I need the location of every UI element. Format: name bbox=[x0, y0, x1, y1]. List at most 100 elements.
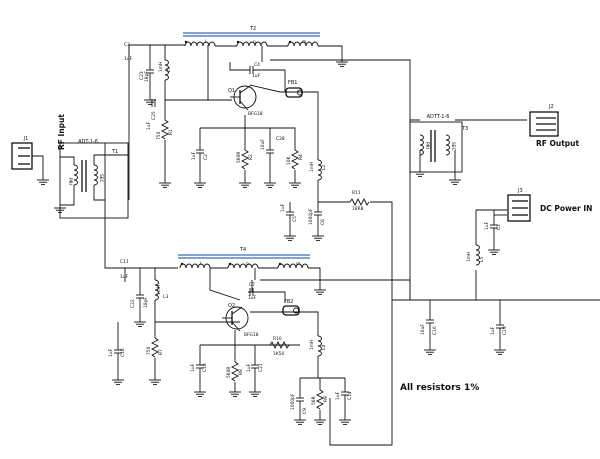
t1-label: T1 bbox=[111, 149, 118, 155]
c22-value: 18pF bbox=[143, 297, 149, 308]
r2-value: 560R bbox=[236, 152, 242, 163]
c14-value: 1uF bbox=[335, 391, 341, 400]
c22-label: C22 bbox=[130, 299, 136, 308]
c21-value: 1uF bbox=[246, 363, 252, 372]
top-stage-wiring bbox=[128, 41, 411, 300]
t1-part-label: ADT-1-6 bbox=[78, 139, 98, 145]
c10-value: 10uF bbox=[420, 324, 426, 335]
ferrite-fb2: FB2 bbox=[282, 299, 300, 316]
t1-sec-label: SEC bbox=[98, 174, 104, 183]
c21-label: C21 bbox=[258, 363, 264, 372]
bottom-stage-wiring bbox=[104, 143, 411, 446]
j2-label: J2 bbox=[548, 104, 554, 110]
c1-label: C1 bbox=[496, 224, 502, 230]
transformer-t2: T2 l n m bbox=[183, 26, 320, 45]
t2-winding-n: n bbox=[253, 40, 256, 45]
output-and-power-wiring bbox=[392, 119, 600, 355]
rf-output-label: RF Output bbox=[536, 139, 580, 148]
c1-value: 1uF bbox=[484, 221, 490, 230]
c10-label: C10 bbox=[432, 326, 438, 335]
connector-j2 bbox=[529, 111, 559, 137]
r7-value: 750 bbox=[146, 346, 152, 355]
c2-value: 1uF bbox=[191, 151, 197, 160]
l3-value: 1mH bbox=[156, 285, 162, 295]
l4-label: L4 bbox=[321, 345, 327, 350]
dc-power-label: DC Power IN bbox=[540, 204, 592, 213]
c25-label: C25 bbox=[151, 111, 157, 120]
t2-winding-l: l bbox=[205, 39, 206, 45]
fb2-label: FB2 bbox=[284, 299, 294, 305]
r10-label: R10 bbox=[273, 336, 282, 342]
r7-label: R7 bbox=[158, 349, 164, 355]
t3-part-label: ADTT-1-6 bbox=[427, 114, 450, 120]
component-labels: C3 1uF C23 18pF L1 1mH 1uF C25 750 R1 C4… bbox=[108, 42, 508, 414]
c14-label: C14 bbox=[347, 391, 353, 400]
c5-value: 1uF bbox=[280, 203, 286, 212]
transformer-t4: T4 l n m bbox=[178, 247, 310, 267]
t3-pri-label: PRI bbox=[424, 142, 430, 149]
c2-label: C2 bbox=[203, 154, 209, 160]
c4-label: C4 bbox=[254, 62, 260, 68]
r11-value: 18R8 bbox=[352, 206, 364, 212]
c23-value: 18pF bbox=[144, 71, 150, 82]
c18-label: C18 bbox=[202, 363, 208, 372]
l5-label: L5 bbox=[479, 257, 485, 262]
r4-label: R4 bbox=[298, 154, 304, 160]
q2-part-label: BFG18 bbox=[244, 332, 259, 338]
t2-winding-m: m bbox=[302, 40, 306, 45]
t4-winding-l: l bbox=[200, 261, 201, 267]
c9-label: C9 bbox=[302, 408, 308, 414]
c11-value: 1uF bbox=[120, 274, 129, 280]
r8-value: 560R bbox=[226, 367, 232, 378]
fb1-label: FB1 bbox=[288, 80, 298, 86]
l5-value: 1mH bbox=[466, 252, 472, 262]
resistor-tolerance-note: All resistors 1% bbox=[400, 383, 479, 393]
j1-label: J1 bbox=[23, 136, 29, 142]
q1-label: Q1 bbox=[228, 88, 235, 94]
l1-label: L1 bbox=[166, 67, 172, 72]
c3-value: 1uF bbox=[124, 56, 133, 62]
r4-value: 10K bbox=[286, 156, 292, 165]
c3-label: C3 bbox=[124, 42, 130, 48]
c25-value: 1uF bbox=[146, 121, 152, 130]
transistor-q2: Q2 BFG18 bbox=[222, 303, 259, 338]
r1-label: R1 bbox=[168, 129, 174, 135]
r12-value: 56R bbox=[311, 396, 317, 405]
l2-label: L2 bbox=[321, 165, 327, 170]
r2-label: R2 bbox=[248, 154, 254, 160]
r9-label: R9 bbox=[323, 396, 329, 402]
t4-winding-m: m bbox=[296, 262, 300, 267]
t4-label: T4 bbox=[239, 247, 246, 253]
q2-label: Q2 bbox=[228, 303, 235, 309]
l3-label: L3 bbox=[163, 294, 168, 300]
c28-value: 10uF bbox=[260, 139, 266, 150]
l4-value: 1mH bbox=[309, 340, 315, 350]
rf-output-section: J2 RF Output bbox=[529, 104, 580, 148]
t2-label: T2 bbox=[249, 26, 256, 32]
c7-value: 1uF bbox=[248, 295, 257, 301]
l2-value: 1mH bbox=[309, 162, 315, 172]
c19-value: 1uF bbox=[490, 326, 496, 335]
rf-input-section: J1 RF Input ADT-1-6 T1 PRI SEC bbox=[11, 114, 129, 219]
c6-label: C6 bbox=[320, 219, 326, 225]
t4-winding-n: n bbox=[246, 262, 249, 267]
connector-j3 bbox=[507, 194, 531, 222]
l1-value: 1mH bbox=[158, 62, 164, 72]
t3-sec-label: SEC bbox=[450, 142, 456, 151]
transistor-q1: Q1 BFG18 bbox=[228, 85, 263, 117]
r11-label: R11 bbox=[352, 190, 361, 196]
c9-value: 1000pF bbox=[290, 393, 296, 410]
dc-power-section: J3 DC Power IN bbox=[507, 188, 592, 222]
c16-label: C16 bbox=[120, 348, 126, 357]
c23-label: C23 bbox=[139, 71, 145, 80]
c19-label: C19 bbox=[502, 326, 508, 335]
c4-value: 1uF bbox=[252, 73, 261, 79]
ferrite-fb1: FB1 bbox=[285, 80, 303, 98]
c16-value: 1uF bbox=[108, 348, 114, 357]
transformer-t3: ADTT-1-6 T3 PRI SEC bbox=[409, 114, 468, 173]
t1-pri-label: PRI bbox=[67, 178, 73, 185]
j3-label: J3 bbox=[517, 188, 523, 194]
c28-label: C28 bbox=[276, 136, 285, 142]
c11-label: C11 bbox=[120, 259, 129, 265]
